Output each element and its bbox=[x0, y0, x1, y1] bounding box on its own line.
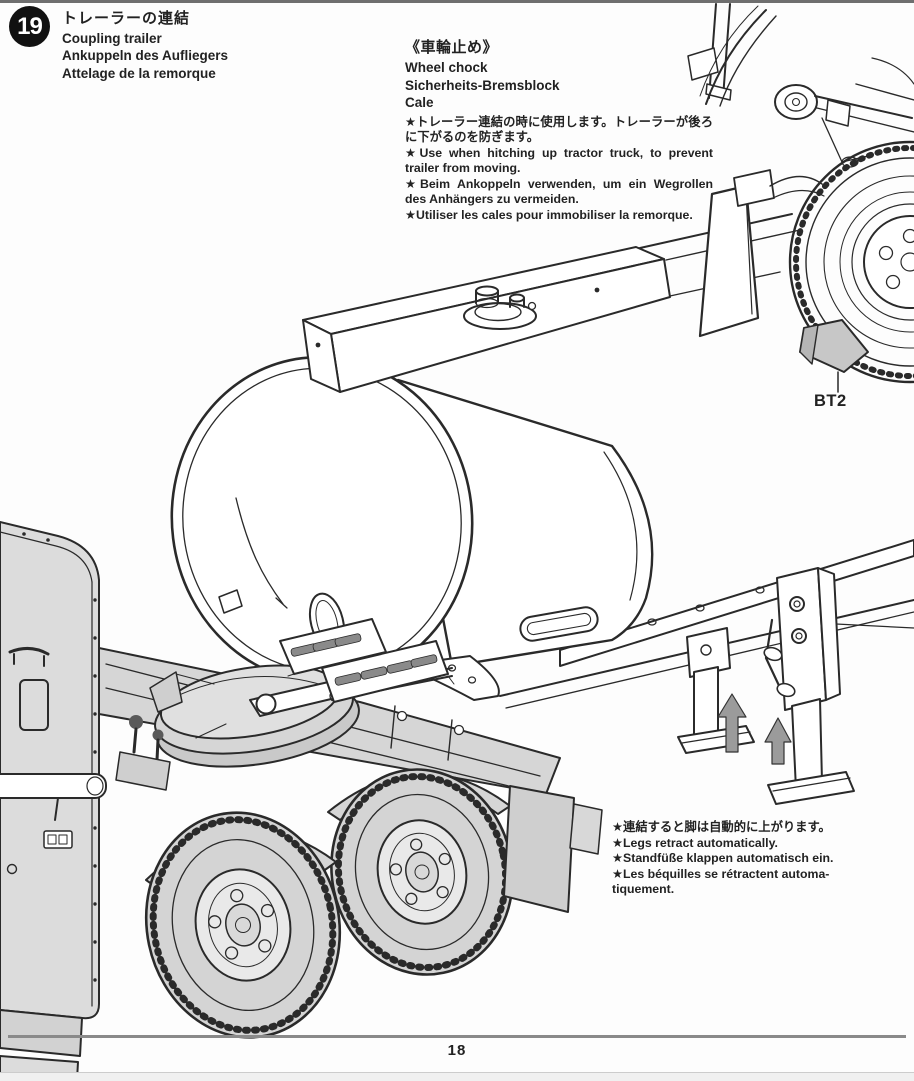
page-top-rule bbox=[0, 0, 914, 3]
tank-trailer bbox=[153, 214, 800, 700]
wheel-chock-note-block: 《車輪止め》 Wheel chock Sicherheits-Bremsbloc… bbox=[405, 36, 713, 224]
arrow-up-front-leg bbox=[765, 718, 791, 764]
wheel-chock-heading-jp: 《車輪止め》 bbox=[405, 36, 713, 57]
wheel-chock-note-de: ★Beim Ankoppeln verwenden, um ein Wegrol… bbox=[405, 177, 713, 208]
legs-note-fr-1: ★Les béquilles se rétractent automa- bbox=[612, 867, 908, 883]
step-number: 19 bbox=[17, 13, 42, 41]
step-title-fr: Attelage de la remorque bbox=[62, 65, 228, 83]
legs-note-de: ★Standfüße klappen automatisch ein. bbox=[612, 851, 908, 867]
step-title-de: Ankuppeln des Aufliegers bbox=[62, 47, 228, 65]
chassis-end-panel bbox=[504, 786, 574, 912]
legs-note-en: ★Legs retract automatically. bbox=[612, 836, 908, 852]
wheel-chock-note-fr: ★Utiliser les cales pour immobiliser la … bbox=[405, 208, 713, 224]
step-title-en: Coupling trailer bbox=[62, 30, 228, 48]
legs-note-jp: ★連結すると脚は自動的に上がります。 bbox=[612, 820, 908, 836]
step-title-block: トレーラーの連結 Coupling trailer Ankuppeln des … bbox=[62, 10, 228, 82]
landing-legs bbox=[678, 568, 854, 804]
part-label-bt2: BT2 bbox=[814, 392, 847, 411]
wheel-chock-inset bbox=[688, 4, 914, 392]
rear-wheel-near bbox=[126, 795, 361, 1056]
cab-back-panel bbox=[0, 522, 99, 1080]
legs-note-fr-2: tiquement. bbox=[612, 882, 908, 898]
landing-leg-front bbox=[763, 568, 854, 804]
legs-note-block: ★連結すると脚は自動的に上がります。 ★Legs retract automat… bbox=[612, 820, 908, 898]
page-bottom-rule bbox=[8, 1035, 906, 1038]
landing-leg-rear bbox=[678, 628, 754, 753]
wheel-chock-name-fr: Cale bbox=[405, 94, 713, 112]
wheel-chock-name-de: Sicherheits-Bremsblock bbox=[405, 77, 713, 95]
rear-wheel-far bbox=[313, 753, 532, 992]
page-number: 18 bbox=[0, 1042, 914, 1059]
step-19-badge: 19 bbox=[9, 6, 50, 47]
step-title-jp: トレーラーの連結 bbox=[62, 10, 228, 28]
wheel-chock-note-en: ★Use when hitching up tractor truck, to … bbox=[405, 146, 713, 177]
wheel-chock-note-jp: ★トレーラー連結の時に使用します。トレーラーが後ろに下がるのを防ぎます。 bbox=[405, 115, 713, 146]
wheel-chock-name-en: Wheel chock bbox=[405, 59, 713, 77]
